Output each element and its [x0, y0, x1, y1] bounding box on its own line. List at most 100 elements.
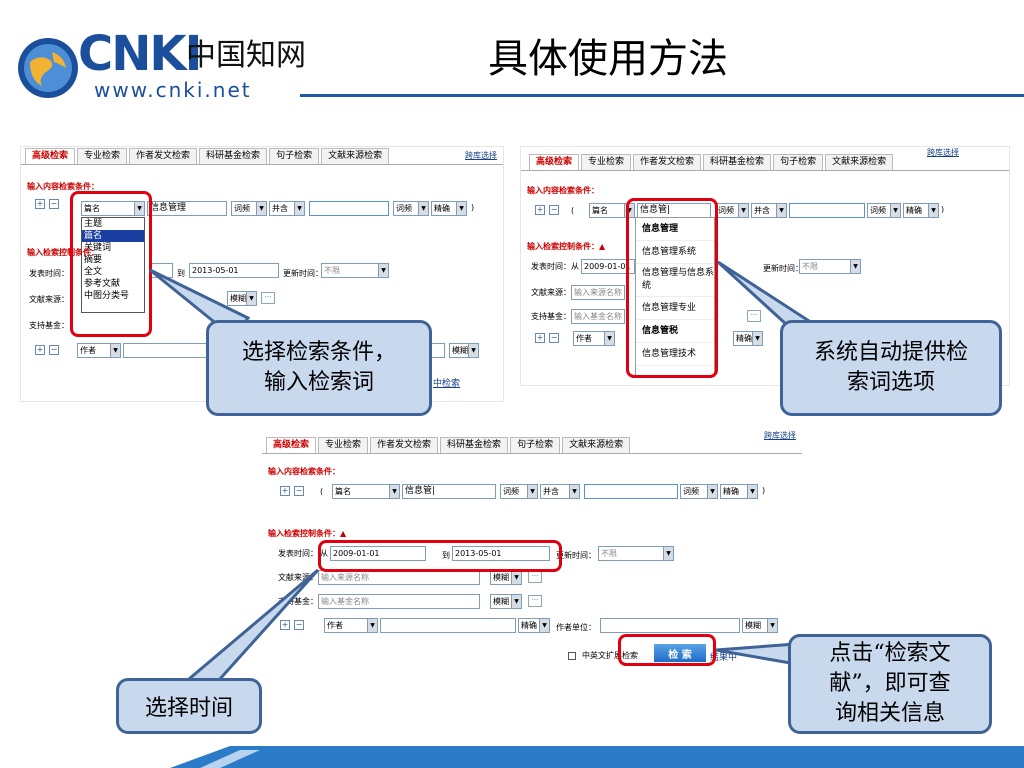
- date-to-input-3[interactable]: 2013-05-01: [452, 546, 550, 561]
- remove-row-icon-2[interactable]: −: [549, 205, 559, 215]
- field-option-abstract[interactable]: 摘要: [84, 255, 103, 265]
- field-option-reference[interactable]: 参考文献: [84, 279, 121, 289]
- suggestion-item[interactable]: 信息管税: [636, 320, 714, 343]
- fund-input-3[interactable]: 输入基金名称: [318, 594, 480, 609]
- bool-select-3[interactable]: 并含▼: [540, 484, 580, 499]
- field-option-keyword[interactable]: 关键词: [84, 243, 112, 253]
- add-row-icon-3[interactable]: +: [280, 486, 290, 496]
- content-section-label: 输入内容检索条件：: [27, 182, 99, 191]
- term-input-2[interactable]: [309, 201, 389, 216]
- remove-author-icon-3[interactable]: −: [294, 620, 304, 630]
- field-select-2[interactable]: 篇名▼: [589, 203, 635, 218]
- freq-select-2b[interactable]: 词频▼: [867, 203, 901, 218]
- precision-select-3[interactable]: 精确▼: [720, 484, 758, 499]
- search-button[interactable]: 检 索: [654, 644, 706, 662]
- unit-match-select[interactable]: 模糊▼: [449, 343, 479, 358]
- suggestion-item[interactable]: 信息管理: [636, 218, 714, 241]
- unit-match-select-3[interactable]: 模糊▼: [742, 618, 778, 633]
- tab-professional[interactable]: 专业检索: [77, 148, 128, 164]
- tab-advanced-3[interactable]: 高级检索: [266, 437, 317, 453]
- author-select[interactable]: 作者▼: [77, 343, 121, 358]
- author-select-3[interactable]: 作者▼: [324, 618, 378, 633]
- tab-professional-2[interactable]: 专业检索: [581, 154, 632, 170]
- add-author-icon-2[interactable]: +: [535, 333, 545, 343]
- partial-link[interactable]: 中检索: [433, 379, 461, 389]
- freq-select-2[interactable]: 词频▼: [393, 201, 429, 216]
- date-from-input-3[interactable]: 2009-01-01: [330, 546, 426, 561]
- field-option-clc[interactable]: 中图分类号: [84, 291, 130, 301]
- update-time-select-3[interactable]: 不限▼: [598, 546, 674, 561]
- precision-select[interactable]: 精确▼: [431, 201, 467, 216]
- remove-author-icon-2[interactable]: −: [549, 333, 559, 343]
- bool-select[interactable]: 并含▼: [269, 201, 305, 216]
- date-to-input[interactable]: 2013-05-01: [189, 263, 279, 278]
- tab-fund[interactable]: 科研基金检索: [199, 148, 268, 164]
- tab-sentence-2[interactable]: 句子检索: [773, 154, 824, 170]
- suggestion-item[interactable]: 信息管理专业: [636, 297, 714, 320]
- tab-advanced-2[interactable]: 高级检索: [529, 154, 580, 170]
- tab-author-3[interactable]: 作者发文检索: [370, 437, 439, 453]
- author-select-2[interactable]: 作者▼: [573, 331, 615, 346]
- source-browse-icon[interactable]: ···: [261, 292, 275, 304]
- fund-match-select-3[interactable]: 模糊▼: [490, 594, 522, 609]
- remove-author-icon[interactable]: −: [49, 345, 59, 355]
- fund-label-2: 支持基金：: [531, 312, 571, 321]
- tab-advanced[interactable]: 高级检索: [25, 148, 76, 164]
- tab-author[interactable]: 作者发文检索: [129, 148, 198, 164]
- bool-select-2[interactable]: 并含▼: [751, 203, 787, 218]
- freq-select-2a[interactable]: 词频▼: [715, 203, 749, 218]
- term-input-3b[interactable]: [584, 484, 678, 499]
- remove-row-icon[interactable]: −: [49, 199, 59, 209]
- source-input-2[interactable]: 输入来源名称: [571, 285, 625, 300]
- cross-lib-link-2[interactable]: 跨库选择: [927, 148, 959, 157]
- tab-professional-3[interactable]: 专业检索: [318, 437, 369, 453]
- term-input-2b[interactable]: [789, 203, 865, 218]
- precision-select-2c[interactable]: 精确▼: [733, 331, 763, 346]
- remove-row-icon-3[interactable]: −: [294, 486, 304, 496]
- cross-lib-link[interactable]: 跨库选择: [465, 151, 497, 160]
- tab-sentence[interactable]: 句子检索: [269, 148, 320, 164]
- suggestion-item[interactable]: 信息管理与信息系统: [636, 264, 714, 297]
- date-from-input-2[interactable]: 2009-01-01: [581, 259, 635, 274]
- author-match-select-3[interactable]: 精确▼: [518, 618, 550, 633]
- tab-fund-3[interactable]: 科研基金检索: [440, 437, 509, 453]
- suggestion-item[interactable]: 信息管理系统: [636, 241, 714, 264]
- field-option-fulltext[interactable]: 全文: [84, 267, 103, 277]
- cross-lib-link-3[interactable]: 跨库选择: [764, 431, 796, 440]
- suggestion-item[interactable]: 信息管理技术: [636, 343, 714, 366]
- add-author-icon-3[interactable]: +: [280, 620, 290, 630]
- tab-source-3[interactable]: 文献来源检索: [562, 437, 631, 453]
- fund-browse-icon-3[interactable]: ···: [528, 595, 542, 607]
- zh-en-checkbox[interactable]: [568, 651, 576, 660]
- term-input-typing[interactable]: 信息管|: [637, 203, 711, 218]
- add-row-icon[interactable]: +: [35, 199, 45, 209]
- term-input[interactable]: 信息管理: [147, 201, 227, 216]
- fund-browse-icon-2[interactable]: ···: [747, 310, 761, 322]
- freq-select-3b[interactable]: 词频▼: [680, 484, 718, 499]
- author-input-3[interactable]: [380, 618, 516, 633]
- field-option-title[interactable]: 篇名: [82, 230, 144, 242]
- precision-select-2[interactable]: 精确▼: [903, 203, 939, 218]
- term-input-3[interactable]: 信息管|: [402, 484, 496, 499]
- freq-select[interactable]: 词频▼: [231, 201, 267, 216]
- field-option-theme[interactable]: 主题: [84, 219, 103, 229]
- tab-author-2[interactable]: 作者发文检索: [633, 154, 702, 170]
- add-row-icon-2[interactable]: +: [535, 205, 545, 215]
- tab-source-2[interactable]: 文献来源检索: [825, 154, 894, 170]
- update-time-select[interactable]: 不限▼: [321, 263, 389, 278]
- field-dropdown[interactable]: 主题 篇名 关键词 摘要 全文 参考文献 中图分类号: [81, 217, 145, 313]
- tab-sentence-3[interactable]: 句子检索: [510, 437, 561, 453]
- field-select-3[interactable]: 篇名▼: [332, 484, 400, 499]
- fund-input-2[interactable]: 输入基金名称: [571, 309, 625, 324]
- suggestion-list[interactable]: 信息管理 信息管理系统 信息管理与信息系统 信息管理专业 信息管税 信息管理技术: [635, 217, 715, 377]
- freq-select-3[interactable]: 词频▼: [500, 484, 538, 499]
- author-unit-input-3[interactable]: [600, 618, 740, 633]
- add-author-icon[interactable]: +: [35, 345, 45, 355]
- search-tabs: 高级检索 专业检索 作者发文检索 科研基金检索 句子检索 文献来源检索 跨库选择: [21, 147, 503, 165]
- tab-source[interactable]: 文献来源检索: [321, 148, 390, 164]
- source-match-select[interactable]: 模糊▼: [227, 291, 257, 306]
- field-select[interactable]: 篇名▼: [81, 201, 145, 216]
- result-search-link[interactable]: 结果中: [710, 653, 738, 663]
- update-time-select-2[interactable]: 不限▼: [799, 259, 861, 274]
- tab-fund-2[interactable]: 科研基金检索: [703, 154, 772, 170]
